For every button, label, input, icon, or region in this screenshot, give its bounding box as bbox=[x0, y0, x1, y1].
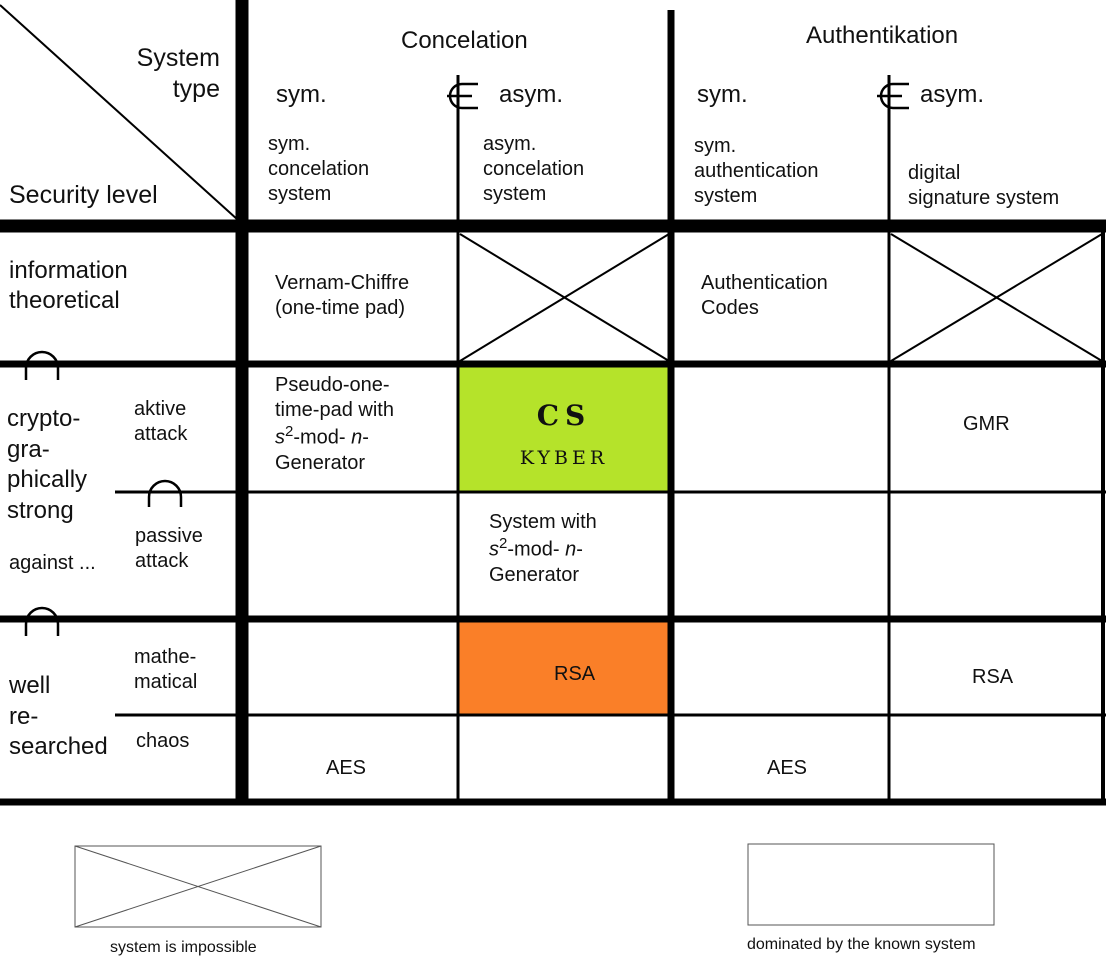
gmr-entry: GMR bbox=[963, 413, 1010, 435]
system-type-label: System type bbox=[136, 44, 220, 104]
legend-dominated-box bbox=[747, 843, 995, 926]
asym-concelation-system-label: asym. concelation system bbox=[483, 133, 585, 205]
mathematical-label: mathe- matical bbox=[134, 646, 198, 693]
system-with-line-2: s2-mod- n- bbox=[489, 535, 583, 561]
authentikation-header: Authentikation bbox=[806, 22, 959, 49]
digital-signature-system-label: digital signature system bbox=[908, 162, 1060, 209]
pseudo-line-1: Pseudo-one- time-pad with bbox=[275, 374, 394, 421]
aktive-attack-label: aktive attack bbox=[134, 398, 188, 445]
subset-arc-icon bbox=[24, 350, 60, 380]
well-researched-label: well re- searched bbox=[9, 672, 108, 761]
rsa-concelation-cell bbox=[459, 622, 669, 714]
concelation-header: Concelation bbox=[401, 27, 528, 54]
pseudo-one-time-pad-entry: Pseudo-one- time-pad with s2-mod- n- Gen… bbox=[275, 373, 394, 476]
aes-auth-entry: AES bbox=[767, 757, 808, 779]
legend-impossible-label: system is impossible bbox=[110, 939, 257, 956]
pseudo-line-3: Generator bbox=[275, 451, 366, 474]
corner-diagonal bbox=[0, 4, 239, 221]
cs-kyber-cell bbox=[459, 367, 669, 491]
security-level-label: Security level bbox=[9, 181, 158, 209]
legend-dominated-label: dominated by the known system bbox=[747, 936, 976, 953]
impossible-cross-digital-signature bbox=[890, 233, 1103, 362]
cryptographically-strong-label: crypto- gra- phically strong bbox=[7, 405, 88, 525]
passive-attack-label: passive attack bbox=[135, 525, 203, 572]
legend-impossible-box bbox=[74, 845, 322, 928]
subset-arc-icon bbox=[24, 606, 60, 636]
kyber-label: KYBER bbox=[519, 447, 609, 469]
sym-authentication-system-label: sym. authentication system bbox=[694, 135, 819, 207]
system-with-line-1: System with bbox=[489, 511, 597, 533]
sym-label-concelation: sym. bbox=[276, 81, 327, 108]
asym-label-concelation: asym. bbox=[499, 81, 564, 108]
sym-label-auth: sym. bbox=[697, 81, 748, 108]
impossible-cross-asym-concelation bbox=[459, 233, 670, 362]
against-label: against ... bbox=[9, 552, 96, 574]
authentication-codes-entry: Authentication Codes bbox=[701, 272, 828, 319]
chaos-label: chaos bbox=[136, 730, 190, 752]
system-with-s2-mod-n-entry: System with s2-mod- n- Generator bbox=[489, 510, 597, 588]
information-theoretical-label: information theoretical bbox=[9, 257, 128, 314]
pseudo-line-2: s2-mod- n- bbox=[275, 423, 369, 449]
rsa-concelation-entry: RSA bbox=[554, 663, 596, 685]
superset-icon bbox=[447, 82, 478, 110]
superset-icon bbox=[877, 82, 909, 110]
system-with-line-3: Generator bbox=[489, 563, 580, 586]
cs-label: CS bbox=[536, 399, 592, 432]
rsa-signature-entry: RSA bbox=[972, 666, 1014, 688]
aes-concelation-entry: AES bbox=[326, 757, 367, 779]
subset-arc-icon bbox=[147, 479, 183, 507]
sym-concelation-system-label: sym. concelation system bbox=[268, 133, 370, 205]
asym-label-auth: asym. bbox=[920, 81, 985, 108]
vernam-chiffre-entry: Vernam-Chiffre (one-time pad) bbox=[275, 272, 410, 319]
